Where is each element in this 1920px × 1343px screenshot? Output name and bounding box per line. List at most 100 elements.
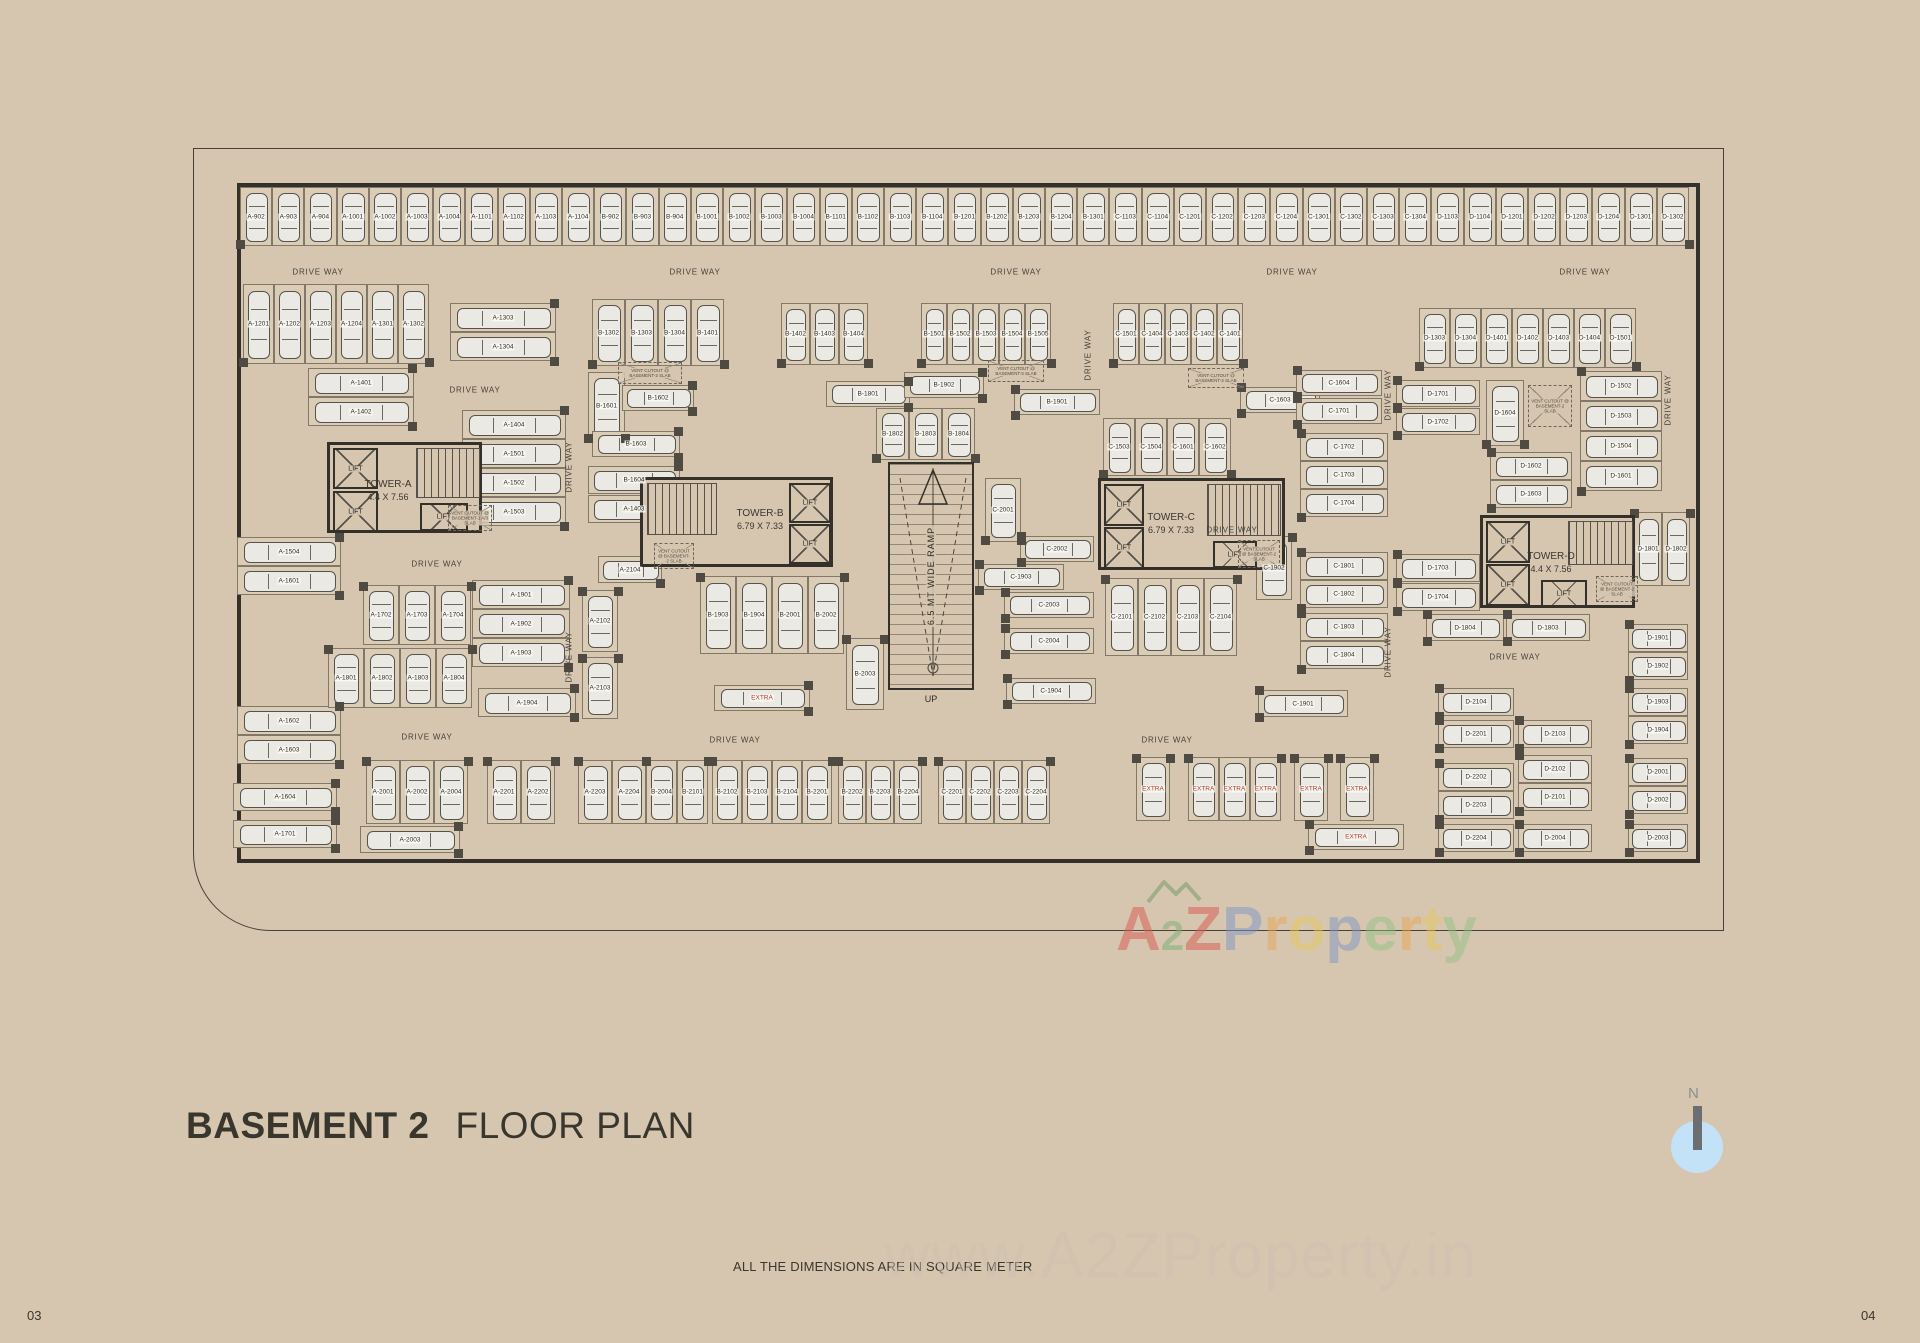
parking-stall: C-2002: [1020, 536, 1094, 562]
stall-label: C-1801: [1332, 562, 1356, 570]
stall-label: B-2103: [745, 788, 769, 796]
lift-label: LIFT: [1115, 501, 1133, 509]
stall-label: A-902: [246, 213, 266, 220]
vent-cutout: VENT CUTOUT @ BASEMENT-2 SLAB: [1528, 385, 1572, 427]
stall-label: A-2204: [617, 788, 641, 796]
stall-label: D-1804: [1453, 624, 1477, 631]
pillar: [880, 635, 889, 644]
pillar: [1423, 610, 1432, 619]
brand-watermark-letter: o: [1287, 895, 1326, 964]
tower-name: TOWER-D: [1527, 551, 1575, 562]
stall-label: EXTRA: [1141, 785, 1165, 793]
pillar: [1625, 684, 1634, 693]
stall-label: D-2002: [1646, 796, 1670, 804]
parking-stall: B-2002: [808, 576, 844, 654]
driveway-label: DRIVE WAY: [990, 267, 1042, 277]
pillar: [331, 844, 340, 853]
vent-cutout: VENT CUTOUT @ BASEMENT-2 SLAB: [1596, 576, 1638, 602]
pillar: [1393, 404, 1402, 413]
parking-stall: B-1201: [948, 187, 981, 246]
pillar: [1487, 448, 1496, 457]
stall-label: B-1203: [1017, 213, 1041, 220]
pillar: [1297, 609, 1306, 618]
stall-label: D-1602: [1519, 462, 1543, 470]
stall-label: A-1104: [566, 213, 590, 220]
stall-label: B-1002: [727, 213, 751, 220]
parking-stall: B-1001: [690, 187, 723, 246]
stall-label: C-1304: [1403, 213, 1427, 220]
pillar: [904, 403, 913, 412]
pillar: [1435, 684, 1444, 693]
stall-label: D-2201: [1464, 730, 1488, 738]
pillar: [1288, 533, 1297, 542]
pillar: [1393, 431, 1402, 440]
stall-label: A-2003: [398, 836, 422, 843]
parking-stall: B-2103: [742, 760, 772, 824]
stall-label: C-2002: [1045, 545, 1069, 553]
stall-label: C-1902: [1262, 564, 1286, 572]
parking-stall: A-1104: [562, 187, 595, 246]
pillar: [560, 522, 569, 531]
vent-label: VENT CUTOUT @ BASEMENT-2 SLAB: [1599, 581, 1635, 597]
pillar: [1423, 637, 1432, 646]
stall-label: D-2001: [1646, 768, 1670, 776]
stall-label: A-1601: [277, 577, 301, 584]
parking-stall: A-1002: [368, 187, 401, 246]
stall-label: A-1501: [502, 450, 526, 457]
stall-label: D-1204: [1596, 213, 1621, 220]
pillar: [1109, 359, 1118, 368]
stall-label: D-1404: [1577, 334, 1602, 342]
pillar: [1011, 385, 1020, 394]
pillar: [574, 757, 583, 766]
parking-stall: B-1003: [755, 187, 788, 246]
north-label: N: [1688, 1085, 1699, 1102]
parking-stall: D-2103: [1518, 720, 1592, 748]
pillar: [674, 462, 683, 471]
lift-shaft: LIFT: [789, 483, 831, 523]
parking-stall: B-1303: [625, 299, 658, 366]
parking-stall: B-1203: [1012, 187, 1045, 246]
parking-stall: A-1703: [399, 585, 435, 645]
stall-label: A-1004: [437, 213, 461, 220]
pillar: [1099, 470, 1108, 479]
pillar: [550, 357, 559, 366]
stall-label: A-1604: [273, 793, 297, 801]
brand-watermark-letter: e: [1363, 895, 1398, 964]
tower-name: TOWER-A: [364, 479, 412, 490]
stall-label: D-1504: [1609, 442, 1633, 450]
pillar: [1625, 620, 1634, 629]
parking-stall: B-1102: [851, 187, 884, 246]
stall-label: B-1804: [947, 430, 970, 438]
stall-label: C-1702: [1332, 443, 1356, 451]
parking-stall: A-1102: [497, 187, 530, 246]
parking-stall: C-1601: [1167, 418, 1199, 476]
driveway-label: DRIVE WAY: [449, 385, 501, 395]
pillar: [674, 453, 683, 462]
parking-stall: C-1802: [1300, 580, 1388, 608]
stall-label: B-2003: [853, 670, 877, 678]
pillar: [1237, 409, 1246, 418]
pillar: [1515, 751, 1524, 760]
stall-label: A-1304: [491, 343, 515, 350]
driveway-label: DRIVE WAY: [1559, 267, 1611, 277]
parking-stall: C-2102: [1138, 578, 1171, 656]
pillar: [971, 454, 980, 463]
stall-label: A-1103: [534, 213, 558, 220]
tower-name: TOWER-B: [736, 508, 784, 519]
parking-stall: A-2103: [582, 657, 618, 719]
pillar: [331, 779, 340, 788]
parking-stall: D-1903: [1628, 688, 1688, 716]
stall-label: EXTRA: [1299, 785, 1323, 793]
parking-stall: C-1702: [1300, 433, 1388, 461]
stall-label: A-1702: [369, 611, 393, 619]
brand-watermark-letter: y: [1442, 895, 1478, 964]
stall-label: A-1902: [509, 620, 533, 627]
stall-label: C-2101: [1109, 613, 1134, 621]
pillar: [578, 587, 587, 596]
parking-stall: C-1804: [1300, 641, 1388, 669]
pillar: [1630, 509, 1639, 518]
stall-label: B-1201: [953, 213, 976, 220]
